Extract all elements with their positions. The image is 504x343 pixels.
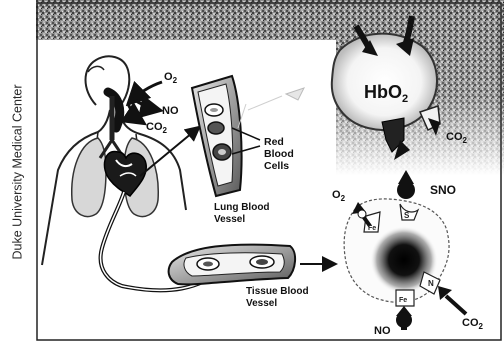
sno-label: SNO (430, 183, 456, 197)
fe-bottom-label: Fe (399, 297, 407, 304)
o2-molecule-label: O2 (332, 189, 346, 203)
no-bottom-label: NO (374, 325, 391, 337)
n-label: N (428, 279, 434, 288)
hbo2-label: HbO2 (364, 82, 408, 105)
no-incoming-arrow (396, 306, 412, 330)
co2-bottom-label: CO2 (462, 317, 484, 331)
co2-incoming-arrow (438, 286, 466, 314)
fe-top-label: Fe (368, 225, 376, 232)
s-label: S (404, 211, 410, 220)
no-label-top: NO (162, 105, 179, 117)
